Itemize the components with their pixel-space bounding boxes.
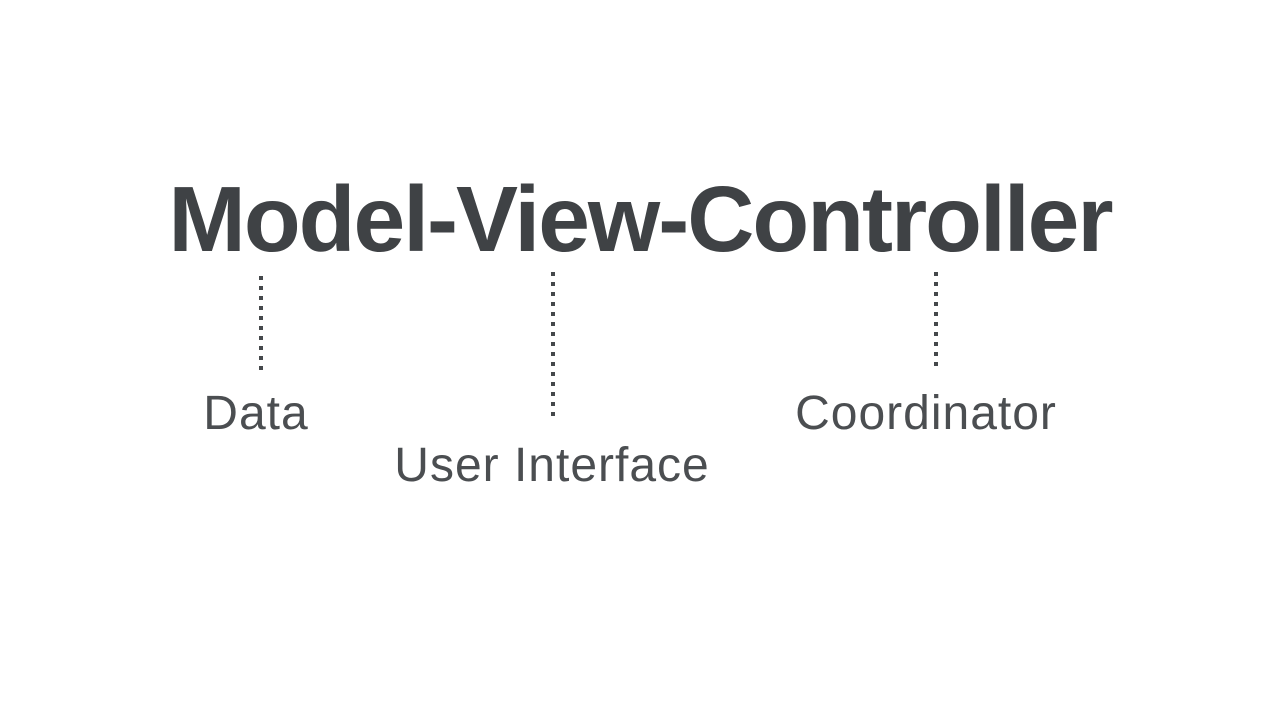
dotted-connector-model — [259, 276, 263, 371]
dotted-connector-view — [551, 272, 555, 420]
label-model-meaning: Data — [203, 387, 309, 440]
page-title: Model-View-Controller — [168, 167, 1113, 271]
label-controller-meaning: Coordinator — [795, 387, 1057, 440]
dotted-connector-controller — [934, 272, 938, 368]
label-view-meaning: User Interface — [394, 439, 710, 492]
